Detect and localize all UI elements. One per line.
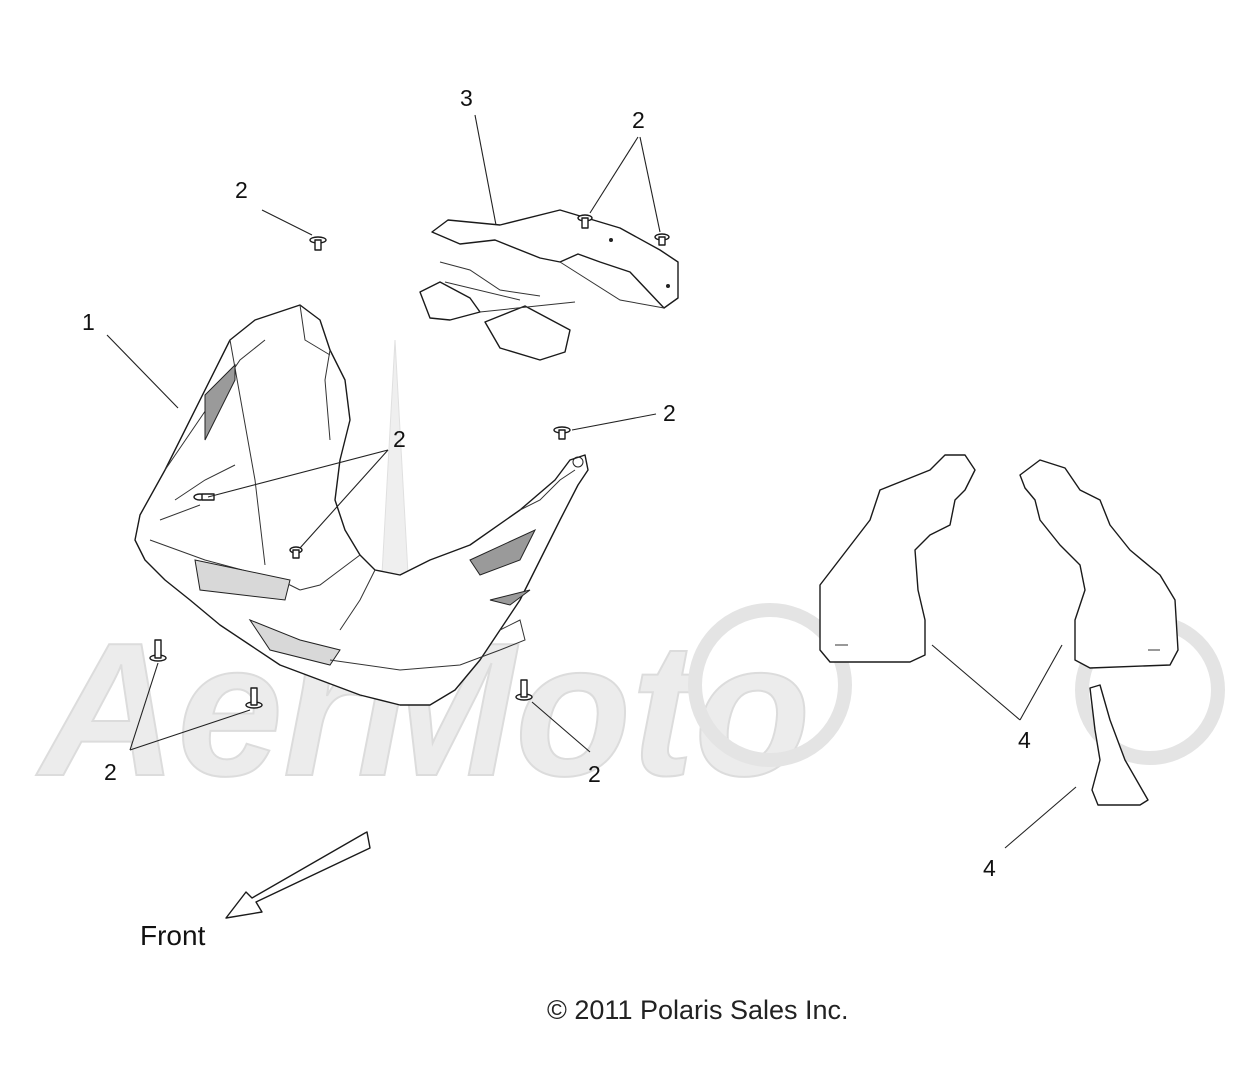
fastener-bottom-right-icon [515, 679, 533, 701]
callout-2-bottom-left: 2 [104, 759, 117, 785]
part-1-nosepan [134, 304, 589, 706]
fastener-center-a-icon [193, 493, 215, 501]
watermark-wheel-left-icon [688, 603, 852, 767]
fastener-shield-right-icon [654, 233, 670, 246]
front-label: Front [140, 920, 206, 951]
fastener-top-left-icon [309, 236, 327, 251]
copyright-notice: © 2011 Polaris Sales Inc. [547, 995, 849, 1025]
part-4-flaps [819, 454, 1179, 806]
callout-4-lower: 4 [983, 855, 996, 881]
callout-3: 3 [460, 85, 473, 111]
callout-2-top-right: 2 [632, 107, 645, 133]
callout-2-center: 2 [393, 426, 406, 452]
callout-4-upper: 4 [1018, 727, 1031, 753]
leader-lines [106, 114, 1077, 849]
fastener-bottom-left-a-icon [149, 639, 167, 662]
callout-1: 1 [82, 309, 95, 335]
watermark-spire-icon [379, 339, 411, 611]
fastener-bottom-left-b-icon [245, 687, 263, 709]
front-arrow-icon [225, 831, 371, 919]
callout-2-bottom-right: 2 [588, 761, 601, 787]
fastener-right-icon [553, 426, 571, 440]
callout-2-right: 2 [663, 400, 676, 426]
part-3-shield [419, 209, 679, 361]
fastener-shield-left-icon [577, 214, 593, 229]
callouts: 1 2 3 2 2 2 2 2 4 4 [82, 85, 1031, 881]
callout-2-top-left: 2 [235, 177, 248, 203]
fastener-center-b-icon [289, 546, 303, 559]
